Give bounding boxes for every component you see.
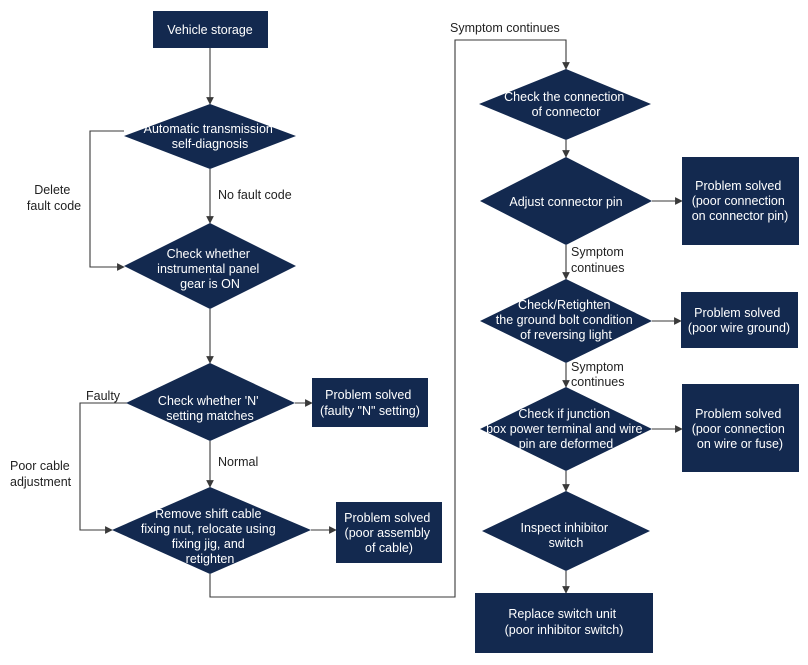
label-symptom-continues-top: Symptom continues bbox=[450, 21, 560, 35]
label-poor-cable-adjustment: Poor cable adjustment bbox=[10, 459, 73, 489]
node-self-diagnosis-label: Automatic transmission self-diagnosis bbox=[144, 122, 277, 151]
edges bbox=[79, 39, 683, 598]
node-check-panel-gear-label: Check whether instrumental panel gear is… bbox=[157, 247, 263, 291]
node-check-connection: Check the connection of connector bbox=[479, 69, 651, 140]
edge-cable-to-connection bbox=[209, 39, 570, 598]
node-check-connection-label: Check the connection of connector bbox=[504, 90, 628, 119]
edge-delete-fault-code-loop bbox=[89, 130, 125, 271]
node-solved-ground-label: Problem solved (poor wire ground) bbox=[688, 306, 790, 335]
node-check-junction: Check if junction box power terminal and… bbox=[480, 387, 652, 471]
node-inspect-inhibitor: Inspect inhibitor switch bbox=[482, 491, 650, 571]
node-solved-n-setting-label: Problem solved (faulty "N" setting) bbox=[320, 388, 420, 418]
label-no-fault-code: No fault code bbox=[218, 188, 292, 202]
node-solved-n-setting: Problem solved (faulty "N" setting) bbox=[312, 378, 428, 427]
node-check-n-setting: Check whether 'N' setting matches bbox=[126, 363, 295, 441]
node-solved-pin-label: Problem solved (poor connection on conne… bbox=[692, 179, 789, 223]
label-symptom-continues-2: Symptom continues bbox=[571, 360, 627, 389]
node-check-junction-label: Check if junction box power terminal and… bbox=[486, 407, 646, 451]
node-check-ground-label: Check/Retighten the ground bolt conditio… bbox=[496, 298, 636, 342]
edge-poor-cable-loop bbox=[79, 402, 128, 534]
node-check-n-setting-label: Check whether 'N' setting matches bbox=[158, 394, 262, 423]
node-adjust-pin: Adjust connector pin bbox=[480, 157, 652, 245]
node-vehicle-storage: Vehicle storage bbox=[153, 11, 268, 48]
node-solved-pin: Problem solved (poor connection on conne… bbox=[682, 157, 799, 245]
node-remove-cable-label: Remove shift cable fixing nut, relocate … bbox=[141, 507, 279, 566]
node-self-diagnosis: Automatic transmission self-diagnosis bbox=[124, 104, 296, 169]
node-replace-switch-label: Replace switch unit (poor inhibitor swit… bbox=[505, 607, 624, 637]
node-adjust-pin-label: Adjust connector pin bbox=[509, 195, 622, 209]
node-solved-cable: Problem solved (poor assembly of cable) bbox=[336, 502, 442, 563]
node-replace-switch: Replace switch unit (poor inhibitor swit… bbox=[475, 593, 653, 653]
label-delete-fault-code: Delete fault code bbox=[27, 183, 81, 213]
label-faulty: Faulty bbox=[86, 389, 121, 403]
node-solved-junction: Problem solved (poor connection on wire … bbox=[682, 384, 799, 472]
node-remove-cable: Remove shift cable fixing nut, relocate … bbox=[112, 487, 311, 574]
node-check-ground: Check/Retighten the ground bolt conditio… bbox=[480, 279, 652, 363]
node-solved-junction-label: Problem solved (poor connection on wire … bbox=[692, 407, 789, 451]
node-vehicle-storage-label: Vehicle storage bbox=[167, 23, 253, 37]
node-check-panel-gear: Check whether instrumental panel gear is… bbox=[124, 223, 296, 309]
edge-labels: No fault code Delete fault code Faulty N… bbox=[10, 21, 627, 489]
node-inspect-inhibitor-label: Inspect inhibitor switch bbox=[520, 521, 611, 550]
node-solved-cable-label: Problem solved (poor assembly of cable) bbox=[344, 511, 434, 555]
label-symptom-continues-1: Symptom continues bbox=[571, 245, 627, 275]
node-solved-ground: Problem solved (poor wire ground) bbox=[681, 292, 798, 348]
label-normal: Normal bbox=[218, 455, 258, 469]
